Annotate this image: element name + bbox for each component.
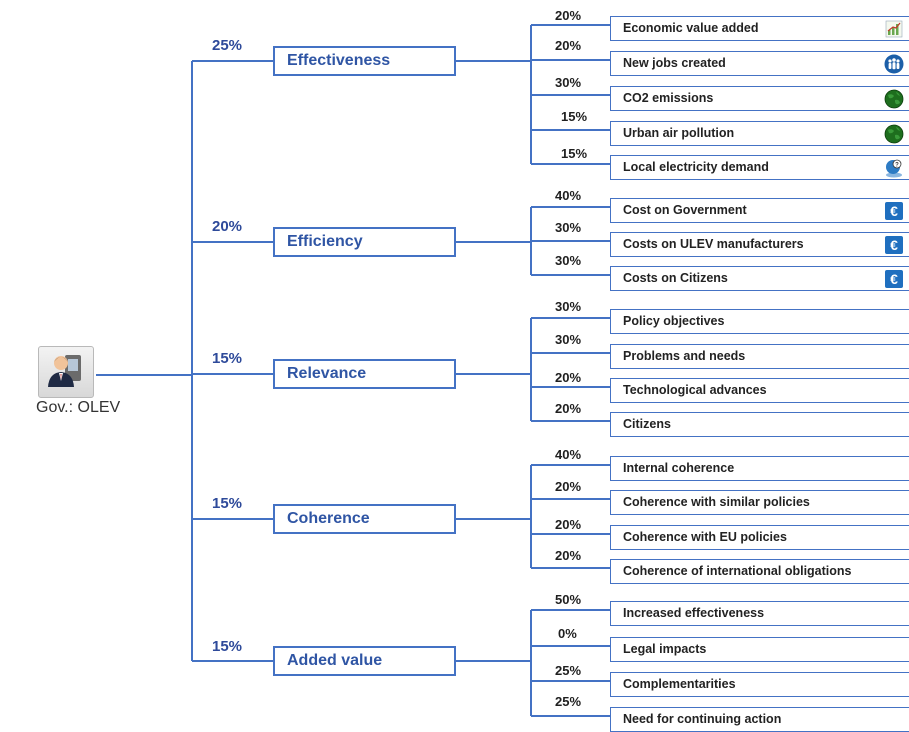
subcriterion-weight: 25%	[555, 663, 582, 678]
criterion-box-coherence[interactable]: Coherence	[273, 504, 456, 534]
subcriterion-box[interactable]: Costs on ULEV manufacturers €	[610, 232, 909, 257]
subcriterion-label: Urban air pollution	[623, 126, 735, 140]
svg-text:?: ?	[895, 163, 899, 169]
subcriterion-label: Economic value added	[623, 21, 759, 35]
criterion-weight: 20%	[212, 218, 243, 235]
subcriterion-weight: 0%	[558, 626, 577, 641]
subcriterion-box[interactable]: Citizens	[610, 412, 909, 437]
criterion-weight: 25%	[212, 37, 243, 54]
subcriterion-box[interactable]: Increased effectiveness	[610, 601, 909, 626]
criterion-weight: 15%	[212, 495, 243, 512]
criterion-box-added-value[interactable]: Added value	[273, 646, 456, 676]
subcriterion-box[interactable]: Economic value added	[610, 16, 909, 41]
subcriterion-weight: 20%	[555, 370, 582, 385]
subcriterion-label: Citizens	[623, 417, 671, 431]
svg-text:€: €	[890, 237, 898, 253]
globe-icon	[884, 89, 904, 109]
root-label: Gov.: OLEV	[36, 399, 121, 416]
subcriterion-label: Internal coherence	[623, 461, 735, 475]
euro-icon: €	[884, 235, 904, 255]
subcriterion-label: Increased effectiveness	[623, 606, 765, 620]
subcriterion-label: Coherence of international obligations	[623, 564, 852, 578]
subcriterion-weight: 15%	[561, 109, 588, 124]
subcriterion-label: Legal impacts	[623, 642, 707, 656]
subcriterion-label: Complementarities	[623, 677, 736, 691]
subcriterion-label: CO2 emissions	[623, 91, 714, 105]
chart-growth-icon	[884, 19, 904, 39]
subcriterion-weight: 40%	[555, 447, 582, 462]
globe-icon	[884, 124, 904, 144]
subcriterion-label: Need for continuing action	[623, 712, 782, 726]
subcriterion-weight: 20%	[555, 8, 582, 23]
subcriterion-label: Technological advances	[623, 383, 767, 397]
subcriterion-weight: 50%	[555, 592, 582, 607]
subcriterion-box[interactable]: Policy objectives	[610, 309, 909, 334]
svg-text:€: €	[890, 271, 898, 287]
subcriterion-box[interactable]: Coherence of international obligations	[610, 559, 909, 584]
subcriterion-box[interactable]: Internal coherence	[610, 456, 909, 481]
subcriterion-box[interactable]: Technological advances	[610, 378, 909, 403]
criterion-weight: 15%	[212, 638, 243, 655]
euro-icon: €	[884, 269, 904, 289]
criterion-box-efficiency[interactable]: Efficiency	[273, 227, 456, 257]
subcriterion-box[interactable]: Coherence with similar policies	[610, 490, 909, 515]
subcriterion-box[interactable]: Costs on Citizens €	[610, 266, 909, 291]
criterion-box-relevance[interactable]: Relevance	[273, 359, 456, 389]
subcriterion-label: Policy objectives	[623, 314, 725, 328]
subcriterion-box[interactable]: Need for continuing action	[610, 707, 909, 732]
subcriterion-box[interactable]: Coherence with EU policies	[610, 525, 909, 550]
subcriterion-weight: 40%	[555, 188, 582, 203]
subcriterion-label: Costs on Citizens	[623, 271, 728, 285]
person-user-icon	[48, 355, 81, 387]
subcriterion-weight: 30%	[555, 75, 582, 90]
subcriterion-label: Coherence with similar policies	[623, 495, 810, 509]
globe-power-icon: ?	[884, 158, 904, 178]
subcriterion-weight: 30%	[555, 299, 582, 314]
subcriterion-box[interactable]: New jobs created	[610, 51, 909, 76]
euro-icon: €	[884, 201, 904, 221]
subcriterion-box[interactable]: Urban air pollution	[610, 121, 909, 146]
subcriterion-weight: 30%	[555, 253, 582, 268]
subcriterion-box[interactable]: Problems and needs	[610, 344, 909, 369]
subcriterion-weight: 25%	[555, 694, 582, 709]
subcriterion-box[interactable]: Local electricity demand?	[610, 155, 909, 180]
subcriterion-weight: 30%	[555, 332, 582, 347]
subcriterion-box[interactable]: Legal impacts	[610, 637, 909, 662]
criterion-weight: 15%	[212, 350, 243, 367]
subcriterion-weight: 20%	[555, 517, 582, 532]
root-node-icon[interactable]	[38, 346, 94, 398]
subcriterion-label: Cost on Government	[623, 203, 747, 217]
subcriterion-label: Coherence with EU policies	[623, 530, 787, 544]
subcriterion-weight: 30%	[555, 220, 582, 235]
criterion-box-effectiveness[interactable]: Effectiveness	[273, 46, 456, 76]
people-group-icon	[884, 54, 904, 74]
subcriterion-weight: 20%	[555, 479, 582, 494]
subcriterion-weight: 20%	[555, 401, 582, 416]
svg-text:€: €	[890, 203, 898, 219]
subcriterion-label: Local electricity demand	[623, 160, 769, 174]
subcriterion-weight: 20%	[555, 38, 582, 53]
subcriterion-box[interactable]: CO2 emissions	[610, 86, 909, 111]
subcriterion-weight: 15%	[561, 146, 588, 161]
subcriterion-label: New jobs created	[623, 56, 726, 70]
subcriterion-box[interactable]: Complementarities	[610, 672, 909, 697]
subcriterion-label: Problems and needs	[623, 349, 746, 363]
subcriterion-box[interactable]: Cost on Government €	[610, 198, 909, 223]
subcriterion-weight: 20%	[555, 548, 582, 563]
subcriterion-label: Costs on ULEV manufacturers	[623, 237, 804, 251]
